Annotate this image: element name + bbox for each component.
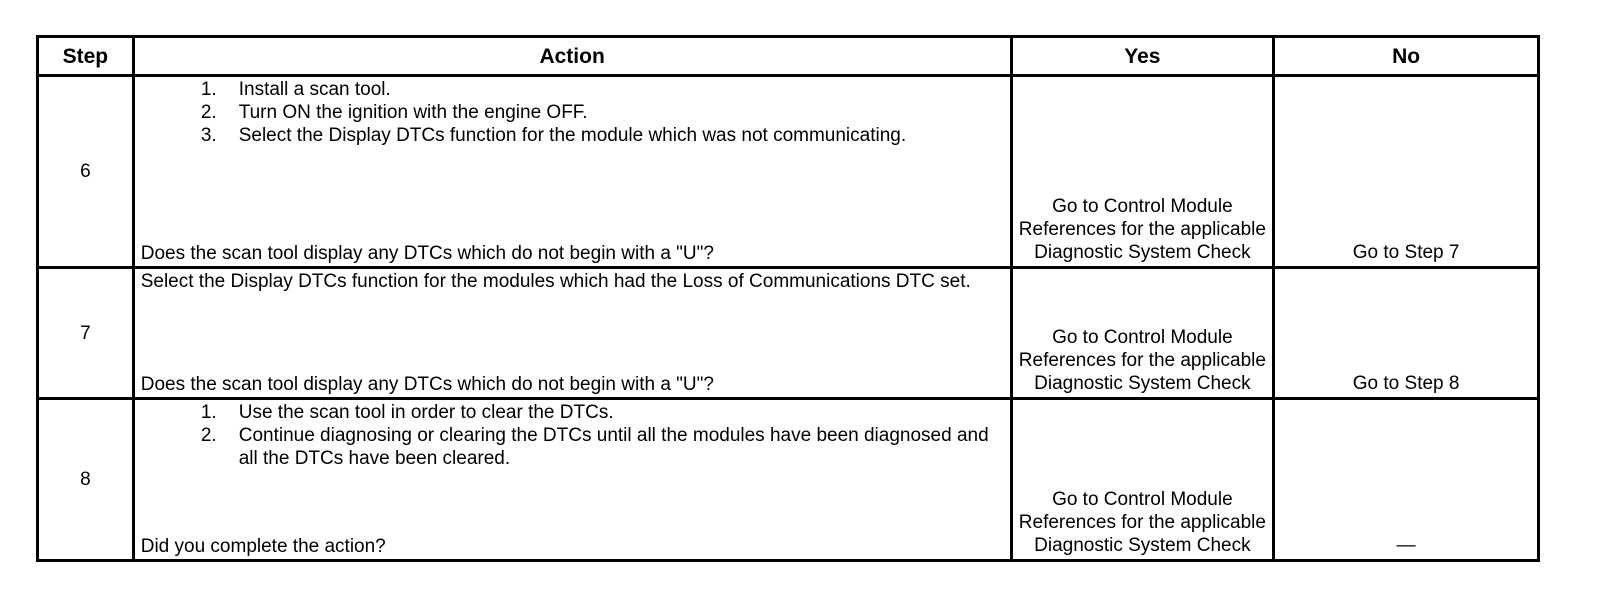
- action-step-number: 2.: [200, 102, 217, 123]
- action-step-text: Install a scan tool.: [238, 79, 391, 100]
- action-text: Select the Display DTCs function for the…: [140, 271, 971, 292]
- action-cell: 1. Use the scan tool in order to clear t…: [131, 397, 1013, 562]
- step-number: 7: [36, 266, 135, 400]
- action-step-text: Select the Display DTCs function for the…: [238, 125, 907, 146]
- action-question: Did you complete the action?: [140, 536, 386, 557]
- action-step-text: Continue diagnosing or clearing the DTCs…: [238, 425, 989, 469]
- action-step-text: Use the scan tool in order to clear the …: [238, 402, 614, 423]
- no-result: —: [1272, 397, 1540, 562]
- table-body: 6 1. Install a scan tool. 2. Turn ON the…: [36, 74, 1540, 562]
- diagnostic-table: Step Action Yes No 6 1. Install a scan t…: [36, 35, 1540, 562]
- action-step-text: Turn ON the ignition with the engine OFF…: [238, 102, 588, 123]
- step-number: 8: [36, 397, 135, 562]
- no-result: Go to Step 7: [1272, 74, 1540, 269]
- yes-result: Go to Control Module References for the …: [1009, 74, 1276, 269]
- action-step-number: 1.: [200, 79, 217, 100]
- action-step: 3. Select the Display DTCs function for …: [141, 124, 1000, 147]
- header-action: Action: [131, 35, 1013, 77]
- header-no: No: [1272, 35, 1540, 77]
- action-cell: 1. Install a scan tool. 2. Turn ON the i…: [131, 74, 1013, 269]
- no-result: Go to Step 8: [1272, 266, 1540, 400]
- action-question: Does the scan tool display any DTCs whic…: [140, 374, 714, 395]
- table-header: Step Action Yes No: [36, 35, 1540, 77]
- action-step-list: 1. Use the scan tool in order to clear t…: [141, 401, 1000, 470]
- action-step: 2. Continue diagnosing or clearing the D…: [141, 424, 1000, 470]
- action-step: 2. Turn ON the ignition with the engine …: [141, 101, 1000, 124]
- action-step: 1. Use the scan tool in order to clear t…: [141, 401, 1000, 424]
- table-row: 6 1. Install a scan tool. 2. Turn ON the…: [36, 74, 1540, 269]
- action-question: Does the scan tool display any DTCs whic…: [140, 243, 714, 264]
- header-row: Step Action Yes No: [36, 35, 1540, 77]
- action-step: 1. Install a scan tool.: [141, 78, 1000, 101]
- action-step-list: 1. Install a scan tool. 2. Turn ON the i…: [141, 78, 1000, 147]
- action-step-number: 1.: [200, 402, 217, 423]
- table-row: 7 Select the Display DTCs function for t…: [36, 266, 1540, 400]
- header-yes: Yes: [1009, 35, 1276, 77]
- table-row: 8 1. Use the scan tool in order to clear…: [36, 397, 1540, 562]
- yes-result: Go to Control Module References for the …: [1009, 266, 1276, 400]
- step-number: 6: [36, 74, 135, 269]
- header-step: Step: [36, 35, 135, 77]
- action-cell: Select the Display DTCs function for the…: [131, 266, 1013, 400]
- yes-result: Go to Control Module References for the …: [1009, 397, 1276, 562]
- action-step-number: 3.: [200, 125, 217, 146]
- action-step-number: 2.: [200, 425, 217, 446]
